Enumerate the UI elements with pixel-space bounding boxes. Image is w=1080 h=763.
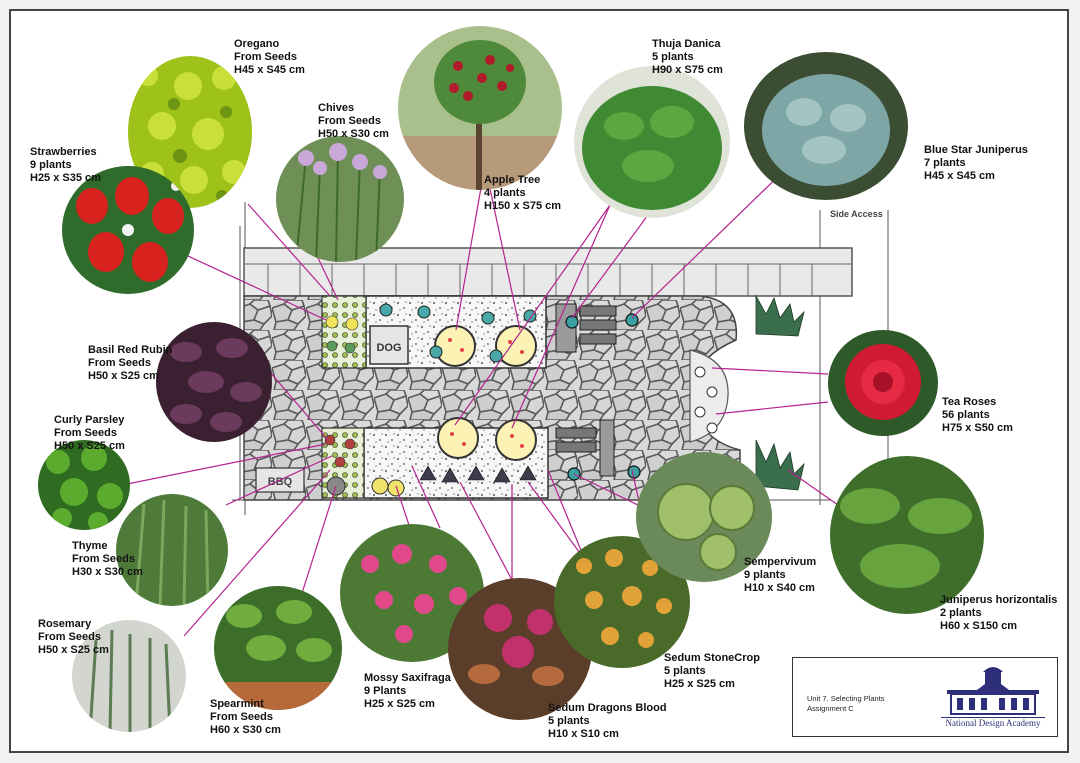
spearmint-photo (214, 586, 342, 710)
sempervivum-photo (636, 452, 772, 582)
juniper-sketches (755, 294, 805, 491)
apple-tree-photo (398, 26, 562, 190)
parsley-photo (38, 440, 130, 530)
chives-photo (276, 136, 404, 262)
bbq-label: BBQ (268, 476, 293, 488)
dog-kennel (369, 325, 409, 365)
basil-photo (156, 322, 272, 442)
assignment-title: Assignment C (807, 704, 854, 713)
thuja-photo (574, 66, 730, 218)
academy-name: National Design Academy (941, 717, 1045, 728)
title-block: Unit 7. Selecting Plants Assignment C Na… (792, 657, 1058, 737)
leader-lines (126, 164, 839, 637)
unit-title: Unit 7. Selecting Plants (807, 694, 885, 703)
academy-logo-icon (947, 667, 1039, 715)
blue-star-photo (744, 52, 908, 200)
side-access-label: Side Access (830, 209, 883, 219)
tea-rose-photo (828, 330, 938, 436)
apple-tree-canopies (434, 325, 537, 461)
juniperus-horizontalis-photo (830, 456, 984, 614)
strawberries-photo (62, 166, 194, 294)
dog-label: DOG (376, 342, 401, 354)
thyme-photo (116, 494, 228, 606)
herb-bed-top (321, 295, 367, 369)
rosemary-photo (72, 620, 186, 732)
